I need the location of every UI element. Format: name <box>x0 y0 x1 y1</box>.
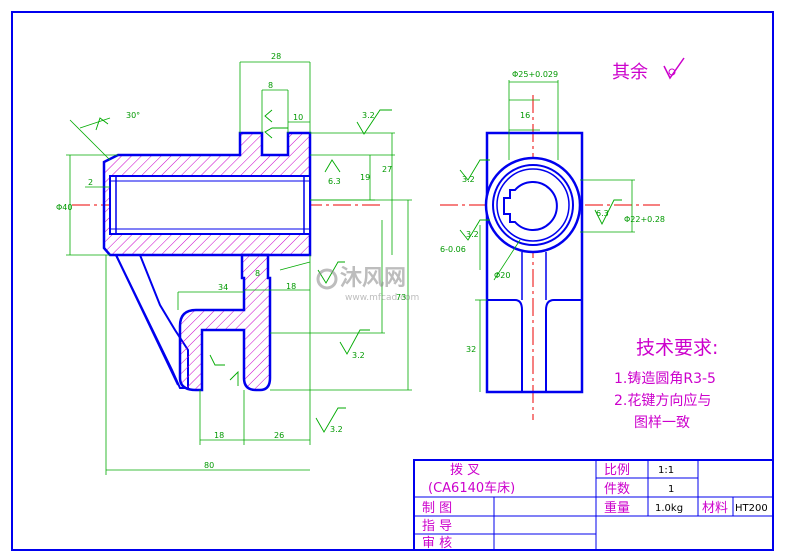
watermark-text: 沐风网 <box>340 266 406 291</box>
qty-label: 件数 <box>604 482 630 497</box>
bore <box>109 175 311 235</box>
dim-6-3-b: 6.3 <box>596 209 609 218</box>
part-name: 拨 叉 <box>450 463 480 478</box>
review-label: 审 核 <box>422 536 452 551</box>
dim-8-b: 8 <box>255 269 260 278</box>
side-view: Φ25+0.029 16 3.2 3.2 6.3 Φ22+0.28 Φ20 32… <box>440 70 665 420</box>
roughness-icon <box>663 57 685 80</box>
side-body <box>485 131 584 394</box>
dim-26: 26 <box>274 431 284 440</box>
watermark-url: www.mfcad.com <box>345 293 419 303</box>
dim-3-2-a: 3.2 <box>362 111 375 120</box>
dim-19: 19 <box>360 173 370 182</box>
dim-8: 8 <box>268 81 273 90</box>
scale-value: 1:1 <box>658 465 674 476</box>
watermark: 沐风网 www.mfcad.com <box>316 266 419 303</box>
machine-name: (CA6140车床) <box>428 480 515 496</box>
dim-10: 10 <box>293 113 303 122</box>
weight-value: 1.0kg <box>655 503 683 514</box>
guide-label: 指 导 <box>422 519 452 534</box>
scale-label: 比例 <box>604 463 630 478</box>
dim-3-2-c: 3.2 <box>330 425 343 434</box>
dim-3-2-d: 3.2 <box>462 175 475 184</box>
title-block <box>413 459 774 551</box>
dim-16: 16 <box>520 111 530 120</box>
dim-18-b: 18 <box>214 431 224 440</box>
made-label: 制 图 <box>422 501 452 516</box>
dim-32: 32 <box>466 345 476 354</box>
tech-note-1: 1.铸造圆角R3-5 <box>614 371 716 387</box>
dim-20: Φ20 <box>494 271 510 280</box>
roughness-circle-icon <box>668 68 676 76</box>
finish-note: 其余 <box>612 62 648 83</box>
qty-value: 1 <box>668 484 674 495</box>
dim-3-2-b: 3.2 <box>352 351 365 360</box>
dim-18: 18 <box>286 282 296 291</box>
dim-22: Φ22+0.28 <box>624 215 665 224</box>
spline-bore <box>503 181 558 231</box>
material-label: 材料 <box>702 501 728 516</box>
dim-3-2-e: 3.2 <box>466 230 479 239</box>
dim-2: 2 <box>88 178 93 187</box>
tech-note-2: 2.花键方向应与 <box>614 392 711 409</box>
dim-80: 80 <box>204 461 214 470</box>
dim-40: Φ40 <box>56 203 72 212</box>
dim-6: 6-0.06 <box>440 245 466 254</box>
weight-label: 重量 <box>604 500 630 516</box>
dim-73: 73 <box>396 293 406 302</box>
dim-34: 34 <box>218 283 228 292</box>
dim-27: 27 <box>382 165 392 174</box>
tech-title: 技术要求: <box>636 337 718 359</box>
tech-note-3: 图样一致 <box>634 415 690 431</box>
dim-6-3: 6.3 <box>328 177 341 186</box>
rib <box>114 254 189 389</box>
sheet-border <box>11 11 774 551</box>
front-section-view: 28 8 10 3.2 19 27 6.3 2 Φ40 34 18 73 8 3… <box>56 52 412 475</box>
material-value: HT200 <box>735 503 768 514</box>
dim-28: 28 <box>271 52 281 61</box>
fork-section <box>178 253 272 392</box>
dim-angle: 30° <box>126 111 140 120</box>
dim-25: Φ25+0.029 <box>512 70 558 79</box>
